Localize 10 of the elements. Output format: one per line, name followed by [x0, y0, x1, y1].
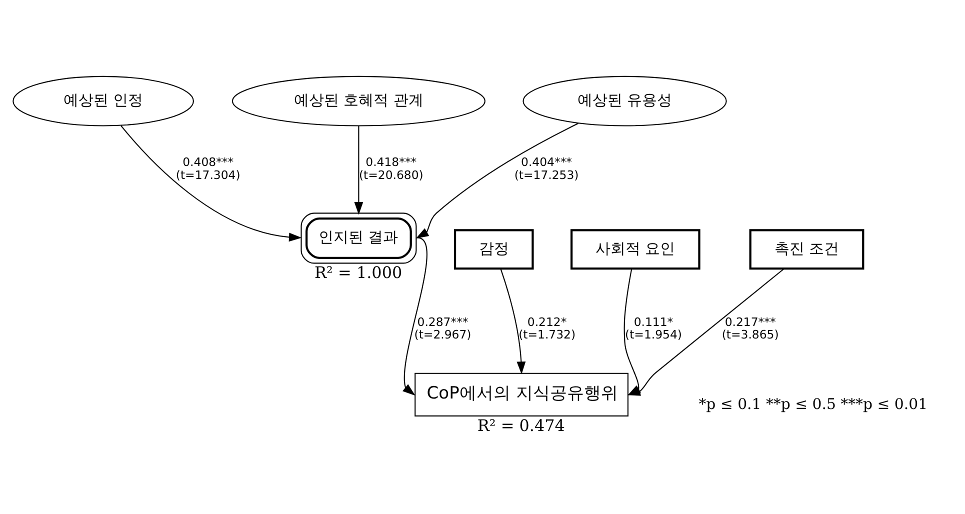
edge-label: 0.212* (t=1.732)	[518, 314, 576, 342]
node-label: R² = 1.000	[314, 263, 402, 282]
edge-label: 0.111* (t=1.954)	[625, 314, 682, 342]
edge-label: 0.404*** (t=17.253)	[514, 155, 579, 182]
edge-label: 0.408*** (t=17.304)	[176, 155, 240, 182]
edge-label: 0.217*** (t=3.865)	[722, 314, 779, 342]
label: *p ≤ 0.1 **p ≤ 0.5 ***p ≤ 0.01	[698, 395, 928, 414]
node-label: R² = 0.474	[477, 416, 565, 435]
edge-label: 0.418*** (t=20.680)	[358, 155, 424, 182]
edge-label: 0.287*** (t=2.967)	[414, 314, 472, 342]
